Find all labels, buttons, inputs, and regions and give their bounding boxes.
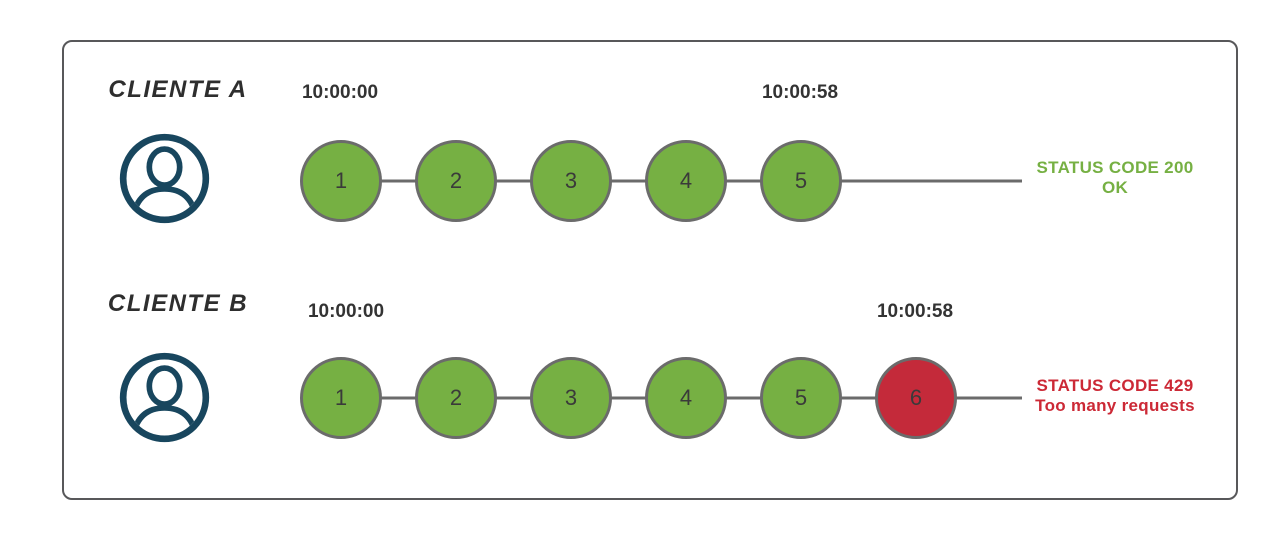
request-step-2: 2 — [415, 357, 497, 439]
client-b-label: CLIENTE B — [107, 290, 249, 317]
timestamp-end: 10:00:58 — [876, 301, 954, 322]
timestamp-start: 10:00:00 — [307, 301, 385, 322]
user-avatar-icon — [119, 133, 210, 224]
request-step-6-blocked: 6 — [875, 357, 957, 439]
request-number: 5 — [794, 385, 808, 410]
status-text-client-a: STATUS CODE 200 OK — [1024, 158, 1206, 198]
request-number: 3 — [564, 385, 578, 410]
diagram-frame — [62, 40, 1238, 500]
client-a-label: CLIENTE A — [108, 76, 248, 103]
request-number: 3 — [564, 168, 578, 193]
request-step-4: 4 — [645, 140, 727, 222]
request-step-3: 3 — [530, 357, 612, 439]
client-a-timeline: 1 2 3 4 5 — [300, 140, 1022, 222]
request-step-1: 1 — [300, 357, 382, 439]
request-step-5: 5 — [760, 140, 842, 222]
request-number: 4 — [679, 385, 693, 410]
status-message-line: Too many requests — [1035, 396, 1195, 415]
request-number: 6 — [909, 385, 923, 410]
request-step-1: 1 — [300, 140, 382, 222]
request-number: 2 — [449, 168, 463, 193]
status-code-line: STATUS CODE 200 — [1036, 158, 1194, 177]
request-number: 2 — [449, 385, 463, 410]
request-number: 1 — [334, 168, 348, 193]
status-message-line: OK — [1101, 178, 1129, 197]
request-number: 4 — [679, 168, 693, 193]
user-avatar-icon — [119, 352, 210, 443]
client-b-timeline: 1 2 3 4 5 6 — [300, 357, 1022, 439]
status-text-client-b: STATUS CODE 429 Too many requests — [1024, 376, 1206, 416]
request-number: 5 — [794, 168, 808, 193]
request-step-4: 4 — [645, 357, 727, 439]
status-code-line: STATUS CODE 429 — [1036, 376, 1194, 395]
request-step-3: 3 — [530, 140, 612, 222]
request-step-5: 5 — [760, 357, 842, 439]
request-step-2: 2 — [415, 140, 497, 222]
timestamp-start: 10:00:00 — [301, 82, 379, 103]
request-number: 1 — [334, 385, 348, 410]
timestamp-end: 10:00:58 — [761, 82, 839, 103]
